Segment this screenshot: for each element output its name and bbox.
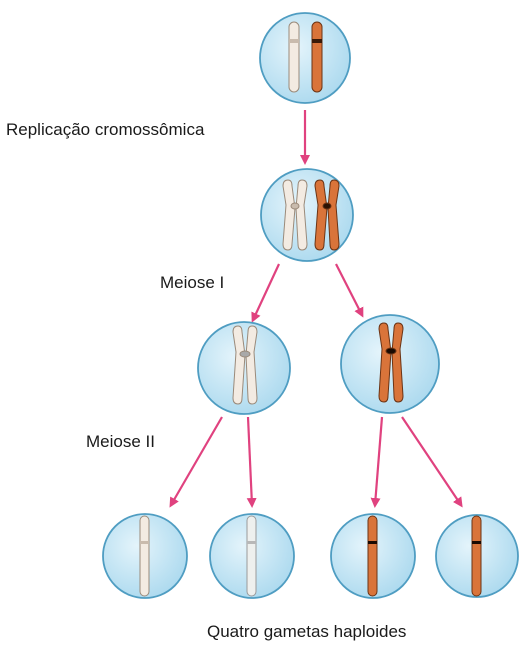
chromosome-orange	[312, 22, 322, 92]
arrow-meiosis2-2	[248, 417, 252, 505]
arrow-meiosis1-left	[253, 264, 279, 320]
gamete-2	[210, 514, 294, 598]
gamete-4	[436, 515, 518, 597]
gamete-chromosome-light	[247, 516, 256, 596]
arrow-meiosis2-3	[375, 417, 382, 505]
arrow-meiosis2-1	[171, 417, 222, 505]
gamete-chromosome-orange	[472, 516, 481, 596]
label-meiosis-2: Meiose II	[86, 432, 155, 452]
gamete-1	[103, 514, 187, 598]
meiosis1-cell-left	[198, 322, 290, 414]
label-gametes: Quatro gametas haploides	[207, 622, 406, 642]
label-meiosis-1: Meiose I	[160, 273, 224, 293]
meiosis1-cell-right	[341, 315, 439, 413]
replicated-cell	[261, 169, 353, 261]
chromosome-light	[289, 22, 299, 92]
label-replication: Replicação cromossômica	[6, 120, 204, 140]
arrow-meiosis2-4	[402, 417, 461, 505]
parent-cell	[260, 13, 350, 103]
gamete-chromosome-light	[140, 516, 149, 596]
arrow-meiosis1-right	[336, 264, 362, 315]
gamete-3	[331, 514, 415, 598]
gamete-chromosome-orange	[368, 516, 377, 596]
